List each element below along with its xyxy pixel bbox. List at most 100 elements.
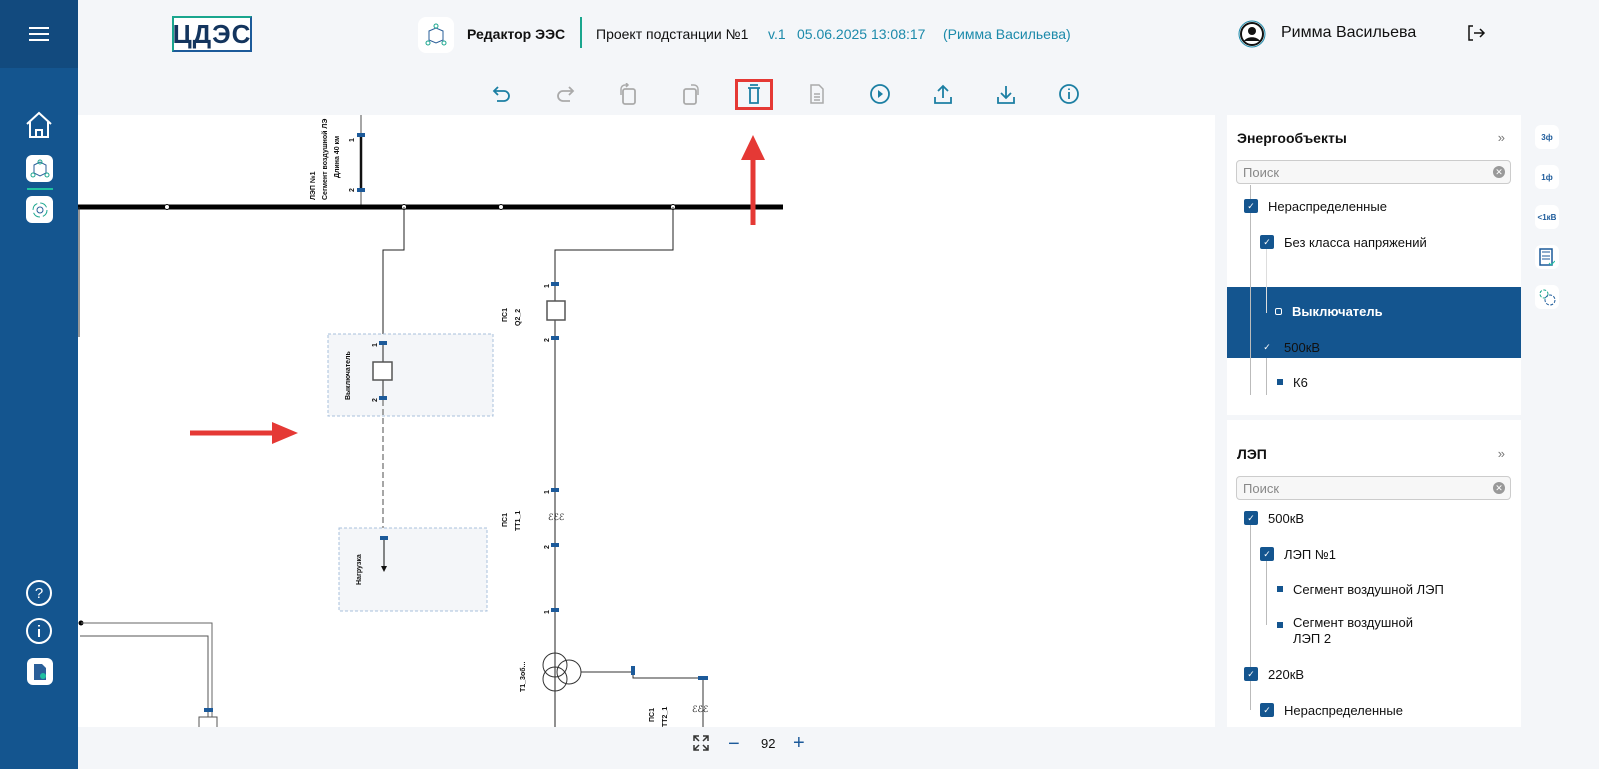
info-icon [1059,84,1079,104]
wire[interactable] [382,207,405,343]
lep-panel-title: ЛЭП [1237,446,1267,462]
play-circle-icon [870,84,890,104]
checkbox-icon[interactable]: ✓ [1260,703,1274,717]
tree-label: Нераспределенные [1284,702,1403,718]
redo-icon [557,86,575,102]
tree-item[interactable]: ✓220кВ [1244,664,1304,684]
divider [1227,415,1521,420]
active-indicator [27,188,53,190]
one-phase-button[interactable]: 1ф [1535,165,1559,189]
port[interactable] [631,666,635,675]
checkbox-icon[interactable]: ✓ [1244,199,1258,213]
tree-item[interactable]: Сегмент воздушной ЛЭП [1277,579,1444,599]
gears-button[interactable] [1535,285,1559,309]
transformer-symbol[interactable] [542,652,582,692]
port-label: 2 [349,188,356,192]
three-phase-button[interactable]: 3ф [1535,125,1559,149]
wire[interactable] [554,207,674,727]
port-label: 1 [544,490,551,494]
checkbox-icon[interactable]: ✓ [1244,511,1258,525]
clear-icon[interactable]: ✕ [1493,482,1505,494]
tree-label: Сегмент воздушной ЛЭП 2 [1293,615,1413,646]
tree-label: Нераспределенные [1268,198,1387,214]
tree-item[interactable]: ✓ЛЭП №1 [1260,544,1336,564]
tree-item[interactable]: ✓ Нераспределенные [1260,700,1403,720]
search-placeholder: Поиск [1243,481,1280,496]
checkbox-icon[interactable]: ✓ [1260,235,1274,249]
app-icon [418,17,454,53]
diagram[interactable]: 1 2 ЛЭП №1 Сегмент воздушной ЛЭ Длина 40… [78,115,1215,730]
wire[interactable] [581,671,704,727]
tree-label: Без класса напряжений [1284,234,1427,250]
port[interactable] [204,708,213,712]
tree-item[interactable]: ✓500кВ [1260,337,1320,357]
tt-label: ПС1 [649,708,656,722]
rotate-right-icon [683,84,699,105]
node-icon [1277,622,1283,628]
breaker-symbol[interactable] [546,300,566,321]
help-button[interactable]: ? [24,578,54,608]
transformer-label: Т1_3об... [519,662,527,692]
download-button[interactable] [992,80,1020,108]
tree-label: Нагрузка [1292,267,1350,283]
lep-search-input[interactable]: Поиск ✕ [1236,476,1511,500]
port-label: 1 [349,138,356,142]
rotate-left-button[interactable] [614,80,642,108]
rotate-right-button[interactable] [677,80,705,108]
checkbox-icon[interactable]: ✓ [1260,340,1274,354]
diagram-canvas[interactable]: 1 2 ЛЭП №1 Сегмент воздушной ЛЭ Длина 40… [78,115,1215,730]
port[interactable] [379,341,387,345]
breaker-selection-box[interactable] [327,333,494,417]
port[interactable] [357,133,365,137]
zoom-in-button[interactable]: + [793,732,805,754]
annotation-arrow-right [190,422,298,444]
undo-button[interactable] [488,80,516,108]
info-button[interactable] [1055,80,1083,108]
port[interactable] [379,396,387,400]
port-label: 2 [544,545,551,549]
tree-label: Сегмент воздушной ЛЭП [1293,581,1444,597]
delete-button[interactable] [740,80,768,108]
port[interactable] [698,676,708,680]
tree-item[interactable]: ✓ 500кВ [1244,508,1304,528]
document-button[interactable] [803,80,831,108]
zoom-out-button[interactable]: − [728,733,740,755]
upload-button[interactable] [929,80,957,108]
fit-screen-button[interactable] [693,735,709,756]
tree-item-selected[interactable]: Нагрузка [1275,265,1349,285]
port[interactable] [380,536,388,540]
info-button[interactable] [24,616,54,646]
low-voltage-button[interactable]: <1кВ [1535,205,1559,229]
load-selection-box[interactable] [338,527,488,612]
tree-label: 500кВ [1268,510,1305,526]
run-button[interactable] [866,80,894,108]
energy-search-input[interactable]: Поиск✕ [1236,160,1511,184]
home-button[interactable] [24,110,54,140]
wire[interactable] [80,635,209,717]
editor-button[interactable] [26,155,53,182]
port[interactable] [357,188,365,192]
tree-item-selected[interactable]: Выключатель [1275,301,1383,321]
clear-icon[interactable]: ✕ [1493,166,1505,178]
tree-item[interactable]: Сегмент воздушной ЛЭП 2 [1277,615,1443,651]
settings-cycle-button[interactable] [26,196,53,223]
tree-item[interactable]: К6 [1277,372,1308,392]
menu-button[interactable] [0,0,78,68]
breaker-symbol[interactable] [372,361,393,381]
breaker-symbol[interactable] [198,716,218,730]
tt-label: ПС1 [502,513,509,527]
lep-collapse-button[interactable]: » [1497,446,1505,461]
redo-button[interactable] [551,80,579,108]
tree-item[interactable]: ✓ Без класса напряжений [1260,232,1427,252]
tree-item[interactable]: ✓ Нераспределенные [1244,196,1387,216]
document-button[interactable] [27,658,53,685]
trash-icon [748,84,760,104]
logout-button[interactable] [1466,24,1486,47]
ports[interactable] [551,282,559,612]
checkbox-icon[interactable]: ✓ [1244,667,1258,681]
energy-collapse-button[interactable]: » [1497,130,1505,145]
avatar[interactable] [1238,20,1266,53]
port-label: 1 [544,610,551,614]
checkbox-icon[interactable]: ✓ [1260,547,1274,561]
calculator-button[interactable] [1535,245,1559,269]
